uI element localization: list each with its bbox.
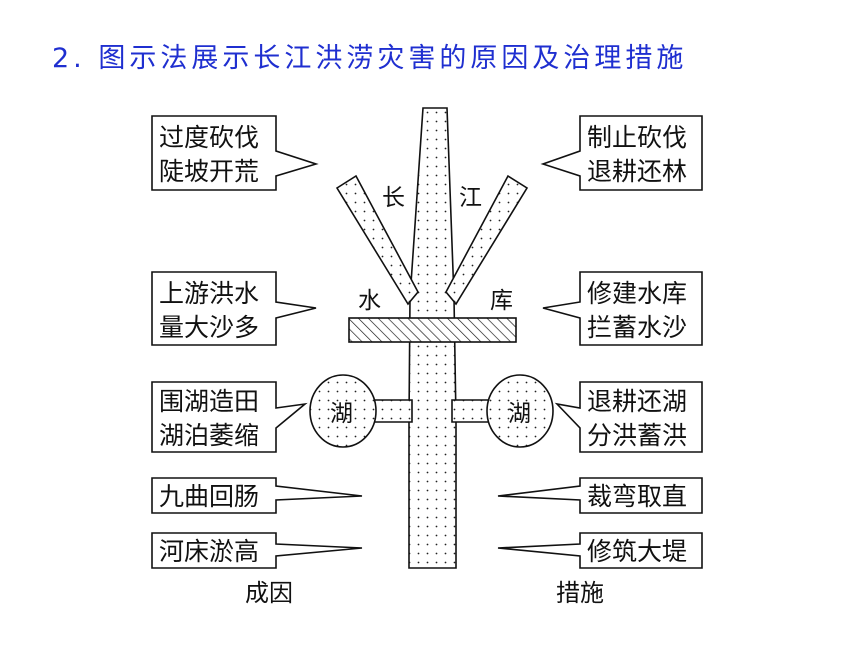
- measure-5-line1: 修筑大堤: [587, 537, 687, 566]
- measure-2-line1: 修建水库: [587, 279, 687, 308]
- cause-callouts: [151, 115, 363, 569]
- measure-texts: 制止砍伐 退耕还林 修建水库 拦蓄水沙 退耕还湖 分洪蓄洪 裁弯取直 修筑大堤: [587, 123, 687, 566]
- river-label-chang: 长: [382, 185, 405, 211]
- cause-1-line1: 过度砍伐: [159, 123, 259, 152]
- reservoir-dam: [348, 317, 517, 343]
- cause-1-line2: 陡坡开荒: [159, 157, 259, 186]
- cause-callout-5: [151, 532, 363, 569]
- reservoir-label-ku: 库: [490, 288, 513, 314]
- river-right-tributary: [445, 174, 529, 306]
- lake-left: [309, 374, 377, 448]
- cause-4-line1: 九曲回肠: [159, 482, 259, 511]
- measure-1-line2: 退耕还林: [587, 157, 687, 186]
- measure-2-line2: 拦蓄水沙: [587, 313, 687, 342]
- measure-callout-4: [497, 477, 703, 514]
- cause-callout-3: [151, 381, 308, 453]
- measure-4-line1: 裁弯取直: [587, 482, 687, 511]
- cause-callout-4: [151, 477, 363, 514]
- cause-3-line2: 湖泊萎缩: [159, 421, 259, 450]
- measure-callouts: [497, 115, 703, 569]
- page-title: 2. 图示法展示长江洪涝灾害的原因及治理措施: [52, 43, 688, 74]
- measure-3-line1: 退耕还湖: [587, 387, 687, 416]
- cause-2-line2: 量大沙多: [159, 313, 259, 342]
- cause-3-line1: 围湖造田: [159, 387, 259, 416]
- causes-heading: 成因: [245, 579, 293, 607]
- cause-callout-2: [151, 271, 317, 346]
- cause-texts: 过度砍伐 陡坡开荒 上游洪水 量大沙多 围湖造田 湖泊萎缩 九曲回肠 河床淤高: [159, 123, 259, 566]
- cause-callout-1: [151, 115, 319, 191]
- river-labels: 长 江 水 库 湖 湖: [330, 185, 531, 427]
- reservoir-label-shui: 水: [358, 288, 381, 314]
- cause-2-line1: 上游洪水: [159, 279, 259, 308]
- measure-callout-3: [554, 381, 703, 453]
- lake-right-label: 湖: [508, 401, 531, 427]
- measure-3-line2: 分洪蓄洪: [587, 421, 687, 450]
- cause-5-line1: 河床淤高: [159, 537, 259, 566]
- measure-callout-1: [540, 115, 703, 191]
- lake-left-label: 湖: [330, 401, 353, 427]
- measure-1-line1: 制止砍伐: [587, 123, 687, 152]
- river-left-tributary: [335, 174, 419, 306]
- lake-right: [486, 374, 554, 448]
- measures-heading: 措施: [556, 579, 604, 607]
- measure-callout-2: [542, 271, 703, 346]
- river-label-jiang: 江: [459, 185, 482, 211]
- measure-callout-5: [497, 532, 703, 569]
